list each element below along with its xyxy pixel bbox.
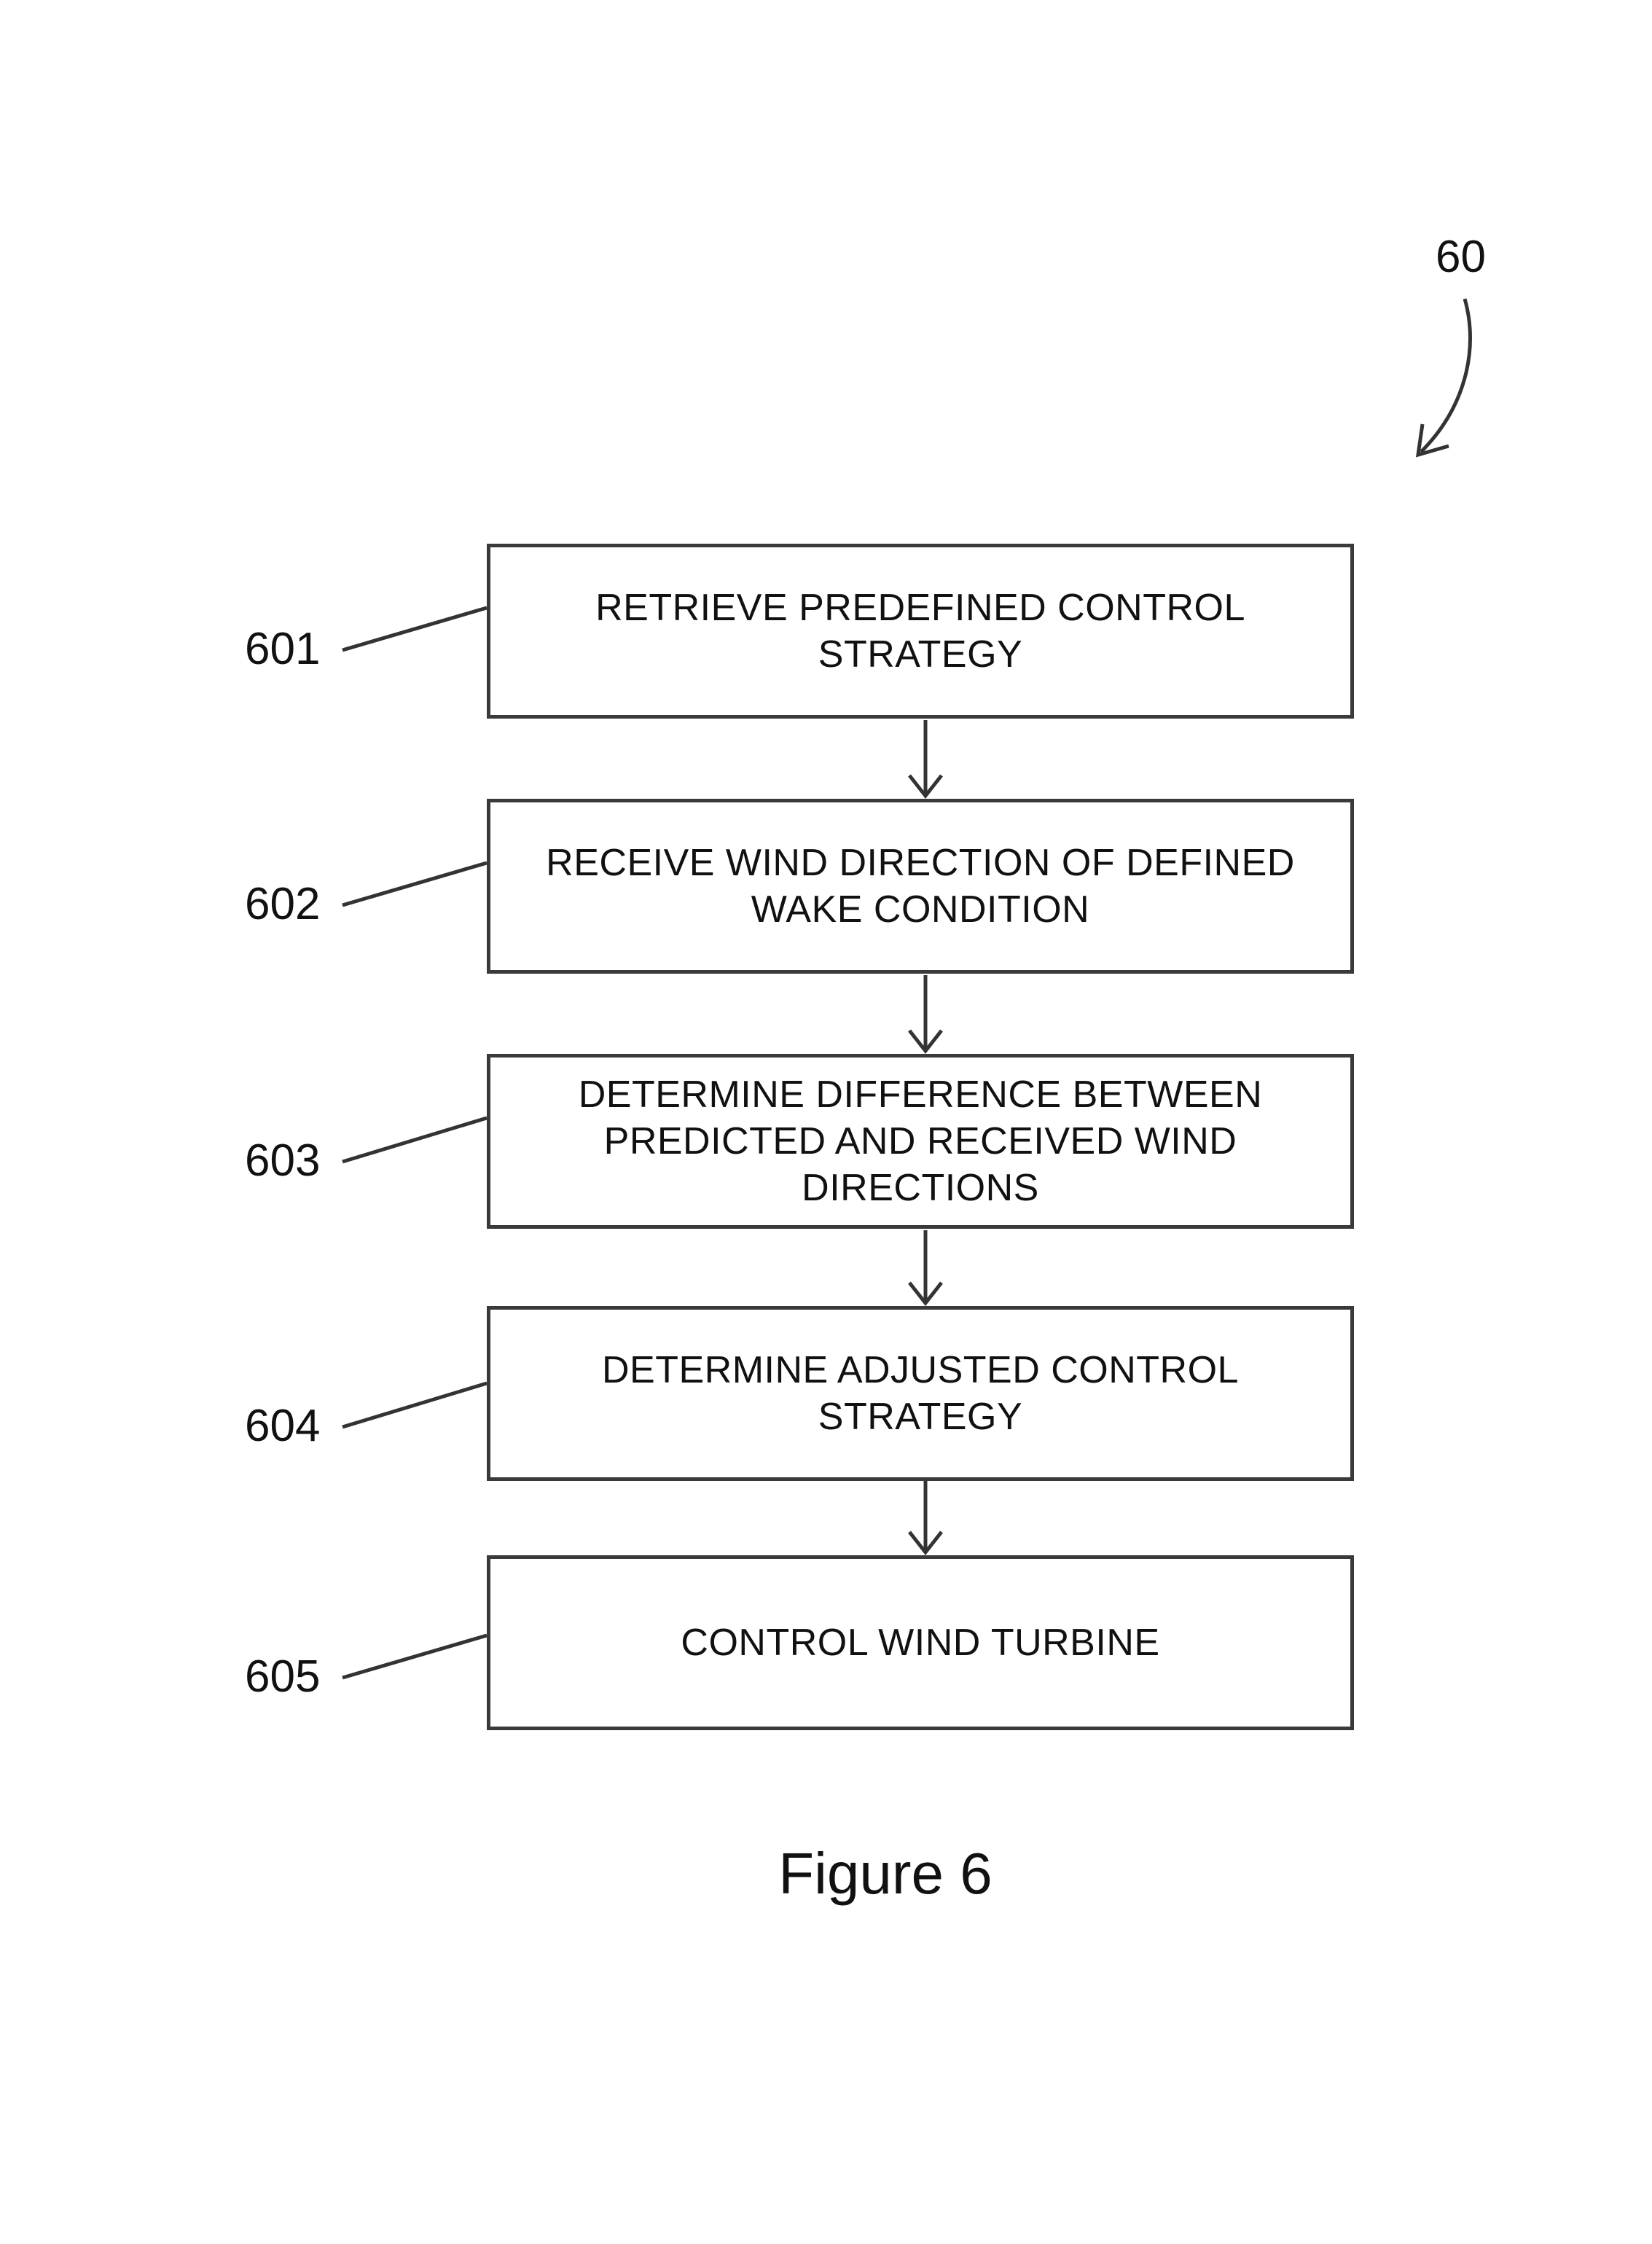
flow-arrow-602-603: [908, 975, 943, 1055]
step-box-601: RETRIEVE PREDEFINED CONTROL STRATEGY: [487, 544, 1354, 719]
step-ref-603: 603: [245, 1135, 321, 1186]
step-ref-604: 604: [245, 1401, 321, 1451]
step-text-602: RECEIVE WIND DIRECTION OF DEFINED WAKE C…: [546, 842, 1295, 931]
leader-line-603: [342, 1116, 488, 1164]
leader-line-605: [342, 1633, 488, 1680]
step-text-603: DETERMINE DIFFERENCE BETWEEN PREDICTED A…: [578, 1074, 1263, 1209]
figure-caption: Figure 6: [778, 1841, 993, 1906]
step-box-602: RECEIVE WIND DIRECTION OF DEFINED WAKE C…: [487, 799, 1354, 974]
step-box-605: CONTROL WIND TURBINE: [487, 1555, 1354, 1730]
step-text-604: DETERMINE ADJUSTED CONTROL STRATEGY: [602, 1349, 1239, 1438]
flow-arrow-604-605: [908, 1478, 943, 1556]
flow-arrow-601-602: [908, 720, 943, 800]
figure-reference-number: 60: [1436, 232, 1486, 282]
leader-line-601: [342, 606, 488, 652]
step-box-603: DETERMINE DIFFERENCE BETWEEN PREDICTED A…: [487, 1054, 1354, 1229]
leader-line-604: [342, 1381, 488, 1429]
figure-ref-curved-arrow: [1420, 298, 1472, 453]
step-box-604: DETERMINE ADJUSTED CONTROL STRATEGY: [487, 1306, 1354, 1481]
step-ref-602: 602: [245, 879, 321, 929]
step-ref-605: 605: [245, 1651, 321, 1702]
step-ref-601: 601: [245, 624, 321, 674]
leader-line-602: [342, 861, 488, 907]
flow-arrow-603-604: [908, 1230, 943, 1307]
figure-ref-arrowhead: [1415, 423, 1449, 458]
step-text-605: CONTROL WIND TURBINE: [681, 1622, 1160, 1664]
step-text-601: RETRIEVE PREDEFINED CONTROL STRATEGY: [595, 587, 1245, 676]
